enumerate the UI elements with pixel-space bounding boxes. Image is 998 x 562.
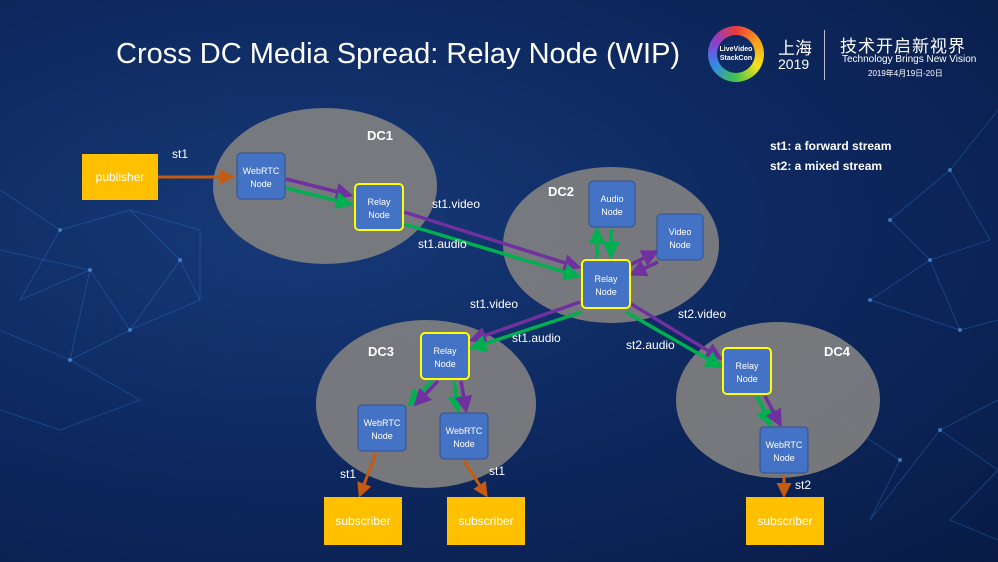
link-dc2-dc4-video — [627, 300, 723, 360]
legend-st2: st2: a mixed stream — [770, 159, 883, 173]
link-dc2-dc3-video — [468, 300, 581, 344]
node-label-dc3-webrtc-b-line1: WebRTC — [446, 426, 483, 436]
node-label-dc2-relay-line1: Relay — [594, 274, 618, 284]
node-dc4-relay — [722, 347, 772, 395]
node-label-dc4-webrtc-line1: WebRTC — [766, 440, 803, 450]
link-dc1-dc2-video — [403, 210, 582, 272]
node-label-dc1-webrtc-line2: Node — [250, 179, 272, 189]
endpoint-label-subscriber-b: subscriber — [458, 514, 513, 528]
node-label-dc3-relay-line2: Node — [434, 359, 456, 369]
node-label-dc4-relay-line1: Relay — [735, 361, 759, 371]
link-dc2-video-down — [628, 260, 659, 277]
node-label-dc2-audio-line1: Audio — [600, 194, 623, 204]
node-label-dc2-relay-line2: Node — [595, 287, 617, 297]
datacenter-label-dc3: DC3 — [368, 344, 394, 359]
node-dc3-webrtc-a — [357, 404, 407, 452]
datacenter-label-dc1: DC1 — [367, 128, 393, 143]
link-label-dc3-b-to-sub: st1 — [489, 464, 505, 478]
brand-cn-title: 技术开启新视界 — [840, 37, 966, 56]
link-label-dc2-dc4-video: st2.video — [678, 307, 726, 321]
datacenter-label-dc4: DC4 — [824, 344, 851, 359]
link-dc1-dc2-audio — [403, 222, 582, 281]
endpoint-label-subscriber-a: subscriber — [335, 514, 390, 528]
link-dc2-dc3-audio — [468, 310, 583, 352]
datacenter-label-dc2: DC2 — [548, 184, 574, 199]
node-label-dc1-relay-line2: Node — [368, 210, 390, 220]
link-dc3-a-to-sub — [357, 452, 378, 498]
endpoint-publisher — [82, 154, 158, 200]
node-dc3-relay — [420, 332, 470, 380]
endpoint-label-publisher: publisher — [96, 170, 145, 184]
endpoint-subscriber-c — [746, 497, 824, 545]
conference-logo-icon: LiveVideo StackCon — [708, 26, 764, 82]
brand-date: 2019年4月19日-20日 — [868, 69, 943, 78]
brand-divider — [824, 30, 825, 80]
conference-branding: LiveVideo StackCon 上海 2019 技术开启新视界 Techn… — [708, 26, 988, 86]
link-label-dc1-dc2-audio: st1.audio — [418, 237, 467, 251]
link-label-dc1-dc2-video: st1.video — [432, 197, 480, 211]
link-label-dc4-to-sub: st2 — [795, 478, 811, 492]
endpoint-label-subscriber-c: subscriber — [757, 514, 812, 528]
node-label-dc4-webrtc-line2: Node — [773, 453, 795, 463]
node-label-dc2-video-line2: Node — [669, 240, 691, 250]
node-label-dc2-video-line1: Video — [669, 227, 692, 237]
endpoint-subscriber-b — [447, 497, 525, 545]
node-label-dc3-webrtc-b-line2: Node — [453, 439, 475, 449]
link-label-dc3-a-to-sub: st1 — [340, 467, 356, 481]
link-dc3-b-to-sub — [462, 460, 488, 498]
node-label-dc3-webrtc-a-line2: Node — [371, 431, 393, 441]
brand-en-title: Technology Brings New Vision — [842, 54, 977, 65]
node-dc4-webrtc — [759, 426, 809, 474]
brand-year: 2019 — [778, 56, 810, 72]
link-dc3-a-video — [413, 379, 440, 407]
node-label-dc4-relay-line2: Node — [736, 374, 758, 384]
node-label-dc2-audio-line2: Node — [601, 207, 623, 217]
endpoint-subscriber-a — [324, 497, 402, 545]
slide-title: Cross DC Media Spread: Relay Node (WIP) — [116, 38, 681, 70]
conference-logo-text: LiveVideo StackCon — [717, 35, 755, 73]
link-dc1-audio-internal — [285, 186, 354, 210]
link-label-dc2-dc3-video: st1.video — [470, 297, 518, 311]
node-label-dc3-webrtc-a-line1: WebRTC — [364, 418, 401, 428]
node-label-dc1-webrtc-line1: WebRTC — [243, 166, 280, 176]
node-dc2-audio — [588, 180, 636, 228]
legend-st1: st1: a forward stream — [770, 139, 892, 153]
link-label-dc2-dc3-audio: st1.audio — [512, 331, 561, 345]
node-dc3-webrtc-b — [439, 412, 489, 460]
link-label-publisher-to-webrtc: st1 — [172, 147, 188, 161]
brand-city: 上海 — [778, 39, 812, 58]
link-dc4-video-internal — [763, 395, 782, 428]
node-label-dc1-relay-line1: Relay — [367, 197, 391, 207]
link-label-dc2-dc4-audio: st2.audio — [626, 338, 675, 352]
node-label-dc3-relay-line1: Relay — [433, 346, 457, 356]
node-dc1-webrtc — [236, 152, 286, 200]
link-dc3-b-video — [454, 380, 473, 414]
node-dc1-relay — [354, 183, 404, 231]
node-dc2-video — [656, 213, 704, 261]
link-dc2-dc4-audio — [625, 310, 724, 368]
node-dc2-relay — [581, 259, 631, 309]
